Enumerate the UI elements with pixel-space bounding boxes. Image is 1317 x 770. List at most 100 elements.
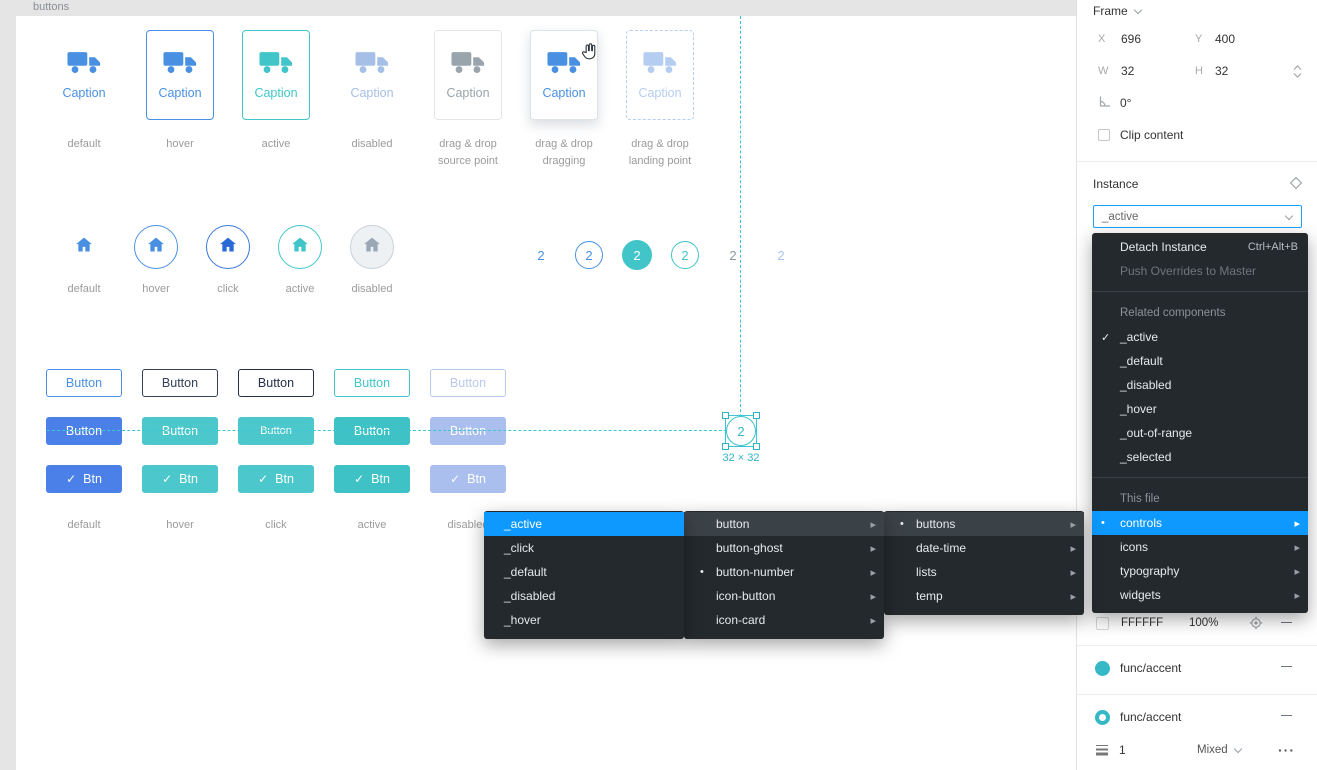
- icon-button-hover[interactable]: [134, 225, 178, 269]
- state-label[interactable]: default: [67, 519, 101, 531]
- menu-item-controls[interactable]: • controls ▸: [1092, 511, 1308, 535]
- state-label[interactable]: disabled: [351, 138, 393, 150]
- state-label[interactable]: active: [357, 519, 387, 531]
- number-badge[interactable]: 2: [537, 247, 545, 263]
- constrain-proportions-icon[interactable]: [1292, 64, 1303, 82]
- icon-card-dragging[interactable]: Caption: [530, 30, 598, 120]
- menu-item-push-overrides[interactable]: Push Overrides to Master: [1092, 259, 1308, 283]
- resize-handle[interactable]: [753, 443, 760, 450]
- check-button-disabled[interactable]: ✓Btn: [430, 465, 506, 493]
- rotation-input[interactable]: 0°: [1120, 96, 1132, 110]
- icon-card-default[interactable]: Caption: [50, 30, 118, 120]
- remove-style-icon[interactable]: [1281, 715, 1292, 716]
- check-button-hover[interactable]: ✓Btn: [142, 465, 218, 493]
- remove-fill-icon[interactable]: [1281, 622, 1292, 623]
- menu-item-state-out-of-range[interactable]: _out-of-range: [1092, 421, 1308, 445]
- fill-color-swatch[interactable]: [1096, 616, 1109, 630]
- menu-item-button-ghost[interactable]: button-ghost ▸: [684, 536, 884, 560]
- state-label[interactable]: default: [67, 138, 101, 150]
- menu-item-detach-instance[interactable]: Detach Instance Ctrl+Alt+B: [1092, 235, 1308, 259]
- filled-button-hover[interactable]: Button: [142, 417, 218, 445]
- outline-button-default[interactable]: Button: [46, 369, 122, 397]
- selected-number-badge[interactable]: 2: [726, 416, 756, 446]
- outline-button-disabled[interactable]: Button: [430, 369, 506, 397]
- filled-button-default[interactable]: Button: [46, 417, 122, 445]
- outline-button-click[interactable]: Button: [238, 369, 314, 397]
- state-label[interactable]: active: [261, 138, 291, 150]
- menu-item-temp[interactable]: temp ▸: [884, 584, 1084, 608]
- y-input[interactable]: 400: [1215, 32, 1236, 46]
- check-button-click[interactable]: ✓Btn: [238, 465, 314, 493]
- state-label[interactable]: hover: [166, 138, 194, 150]
- menu-item-state-selected[interactable]: _selected: [1092, 445, 1308, 469]
- resize-handle[interactable]: [722, 443, 729, 450]
- menu-item-state-click[interactable]: _click: [484, 536, 684, 560]
- instance-select[interactable]: _active: [1093, 205, 1302, 228]
- menu-item-typography[interactable]: typography ▸: [1092, 559, 1308, 583]
- icon-button-click[interactable]: [206, 225, 250, 269]
- fill-hex-input[interactable]: FFFFFF: [1121, 617, 1164, 629]
- fill-opacity-input[interactable]: 100%: [1189, 617, 1219, 629]
- icon-button-active[interactable]: [278, 225, 322, 269]
- state-label[interactable]: disabled: [447, 519, 489, 531]
- height-input[interactable]: 32: [1215, 64, 1229, 78]
- x-input[interactable]: 696: [1121, 32, 1142, 46]
- frame-section-header[interactable]: Frame: [1093, 2, 1142, 20]
- icon-card-active[interactable]: Caption: [242, 30, 310, 120]
- stroke-style-row[interactable]: func/accent: [1093, 703, 1305, 731]
- resize-handle[interactable]: [753, 412, 760, 419]
- icon-card-drag-landing[interactable]: Caption: [626, 30, 694, 120]
- color-style-row[interactable]: func/accent: [1093, 654, 1305, 682]
- target-icon[interactable]: [1249, 616, 1263, 633]
- menu-item-state-hover[interactable]: _hover: [1092, 397, 1308, 421]
- menu-item-state-active[interactable]: ✓ _active: [1092, 325, 1308, 349]
- state-label[interactable]: default: [67, 283, 101, 295]
- more-options-icon[interactable]: ···: [1278, 742, 1295, 758]
- menu-item-state-default[interactable]: _default: [484, 560, 684, 584]
- outline-button-hover[interactable]: Button: [142, 369, 218, 397]
- menu-item-state-active[interactable]: _active: [484, 512, 684, 536]
- menu-item-state-disabled[interactable]: _disabled: [1092, 373, 1308, 397]
- menu-item-icon-button[interactable]: icon-button ▸: [684, 584, 884, 608]
- menu-item-widgets[interactable]: widgets ▸: [1092, 583, 1308, 607]
- state-label[interactable]: active: [285, 283, 315, 295]
- filled-button-active[interactable]: Button: [334, 417, 410, 445]
- number-badge[interactable]: 2: [575, 241, 603, 269]
- icon-card-drag-source[interactable]: Caption: [434, 30, 502, 120]
- state-label[interactable]: drag & drop dragging: [535, 138, 593, 167]
- menu-item-button-number[interactable]: • button-number ▸: [684, 560, 884, 584]
- width-input[interactable]: 32: [1121, 64, 1135, 78]
- icon-card-hover[interactable]: Caption: [146, 30, 214, 120]
- icon-button-disabled[interactable]: [350, 225, 394, 269]
- check-button-default[interactable]: ✓Btn: [46, 465, 122, 493]
- state-label[interactable]: drag & drop landing point: [628, 138, 692, 167]
- remove-style-icon[interactable]: [1281, 666, 1292, 667]
- filled-button-disabled[interactable]: Button: [430, 417, 506, 445]
- icon-card-disabled[interactable]: Caption: [338, 30, 406, 120]
- resize-handle[interactable]: [722, 412, 729, 419]
- number-badge[interactable]: 2: [729, 247, 737, 263]
- menu-item-icons[interactable]: icons ▸: [1092, 535, 1308, 559]
- check-button-active[interactable]: ✓Btn: [334, 465, 410, 493]
- menu-item-date-time[interactable]: date-time ▸: [884, 536, 1084, 560]
- menu-item-buttons[interactable]: • buttons ▸: [884, 512, 1084, 536]
- number-badge[interactable]: 2: [671, 241, 699, 269]
- filled-button-click[interactable]: Button: [238, 417, 314, 445]
- state-label[interactable]: drag & drop source point: [438, 138, 498, 167]
- state-label[interactable]: disabled: [351, 283, 393, 295]
- state-label[interactable]: hover: [166, 519, 194, 531]
- outline-button-active[interactable]: Button: [334, 369, 410, 397]
- swap-instance-icon[interactable]: [1289, 176, 1303, 193]
- clip-content-checkbox[interactable]: [1098, 129, 1110, 141]
- stroke-weight-input[interactable]: 1: [1119, 743, 1126, 757]
- number-badge[interactable]: 2: [777, 247, 785, 263]
- menu-item-button[interactable]: button ▸: [684, 512, 884, 536]
- state-label[interactable]: click: [217, 283, 239, 295]
- stroke-align-select[interactable]: Mixed: [1197, 744, 1242, 756]
- frame-title[interactable]: buttons: [33, 1, 70, 13]
- number-badge[interactable]: 2: [622, 240, 652, 270]
- menu-item-lists[interactable]: lists ▸: [884, 560, 1084, 584]
- icon-button-default[interactable]: [62, 225, 106, 269]
- state-label[interactable]: click: [265, 519, 287, 531]
- menu-item-icon-card[interactable]: icon-card ▸: [684, 608, 884, 632]
